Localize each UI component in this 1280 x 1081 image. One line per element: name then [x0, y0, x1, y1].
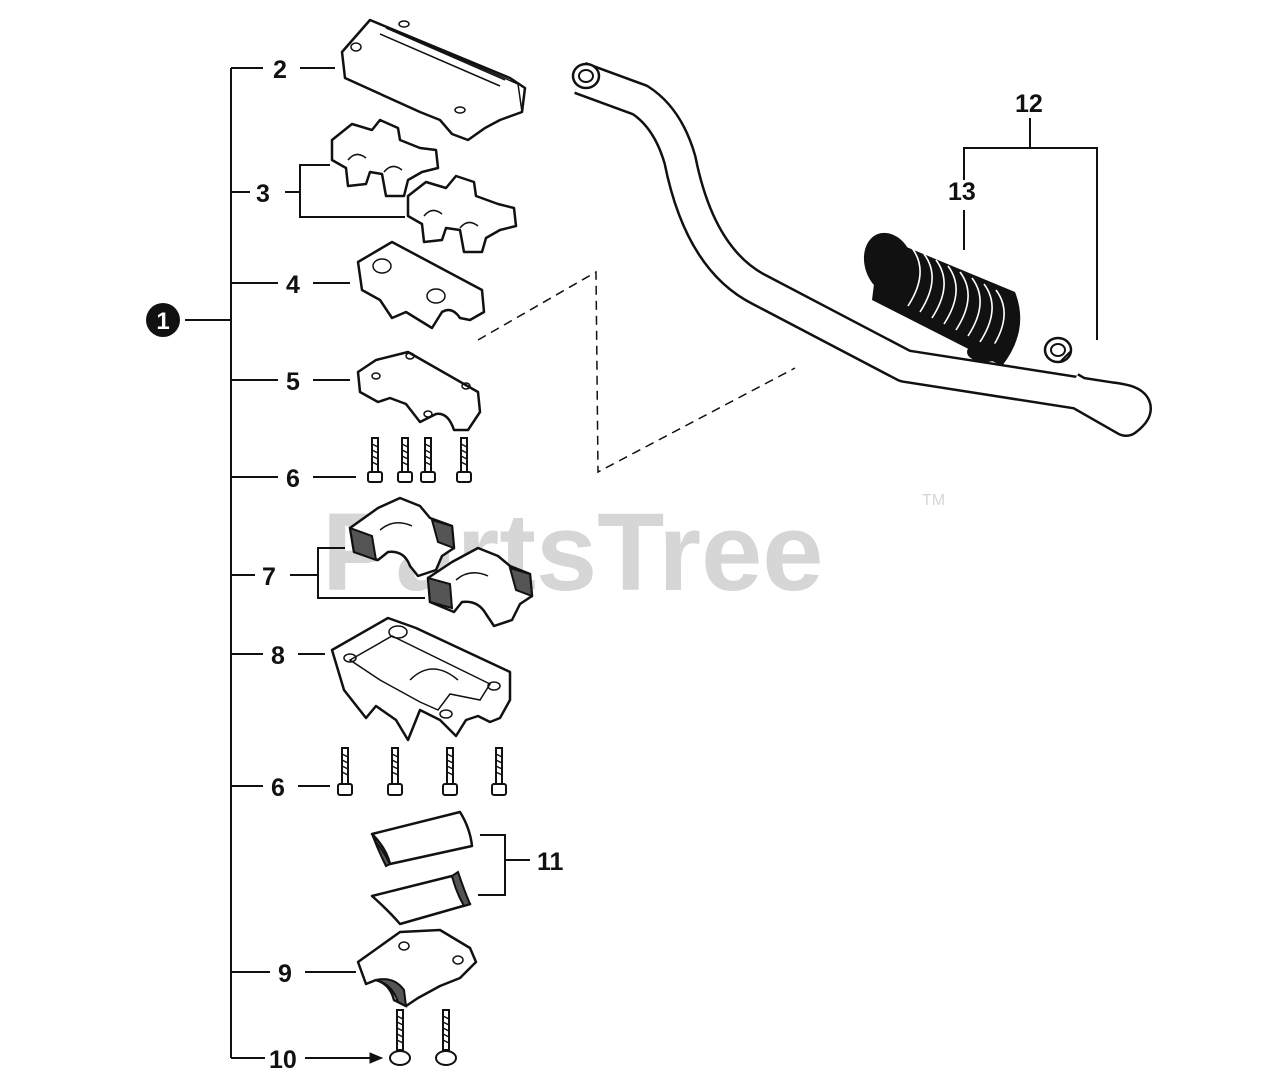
part-4-upper-clamp [356, 240, 486, 330]
callout-13: 13 [948, 178, 976, 206]
assembly-callout-circle [146, 303, 180, 337]
callout-9: 9 [278, 960, 292, 988]
callout-6-upper: 6 [286, 465, 300, 493]
part-10-bolts [389, 1009, 457, 1066]
callout-3: 3 [256, 180, 270, 208]
callout-10: 10 [269, 1046, 297, 1074]
assembly-guide-lines [477, 270, 796, 474]
part-13-grip [863, 232, 1021, 366]
callout-7: 7 [262, 563, 276, 591]
callout-8: 8 [271, 642, 285, 670]
part-12-handle-bar [571, 62, 1152, 437]
part-7-rubber-blocks [348, 496, 534, 628]
part-5-lower-clamp [356, 350, 482, 432]
callout-2: 2 [273, 56, 287, 84]
leader-12-13 [963, 118, 1098, 340]
part-3-dampers [330, 118, 518, 254]
part-2-clamp-cover [340, 18, 527, 142]
callout-4: 4 [286, 271, 300, 299]
part-11-shims [370, 810, 474, 926]
callout-6-lower: 6 [271, 774, 285, 802]
callout-12: 12 [1015, 90, 1043, 118]
callout-1: 1 [156, 308, 169, 335]
callout-11: 11 [537, 848, 564, 876]
watermark-trademark: TM [922, 492, 945, 509]
leader-tree [185, 67, 530, 1064]
part-6-screws-lower [337, 747, 507, 796]
part-8-clamp-base [330, 616, 512, 742]
callout-5: 5 [286, 368, 300, 396]
part-9-bracket [356, 928, 478, 1008]
part-6-screws-upper [367, 437, 472, 483]
